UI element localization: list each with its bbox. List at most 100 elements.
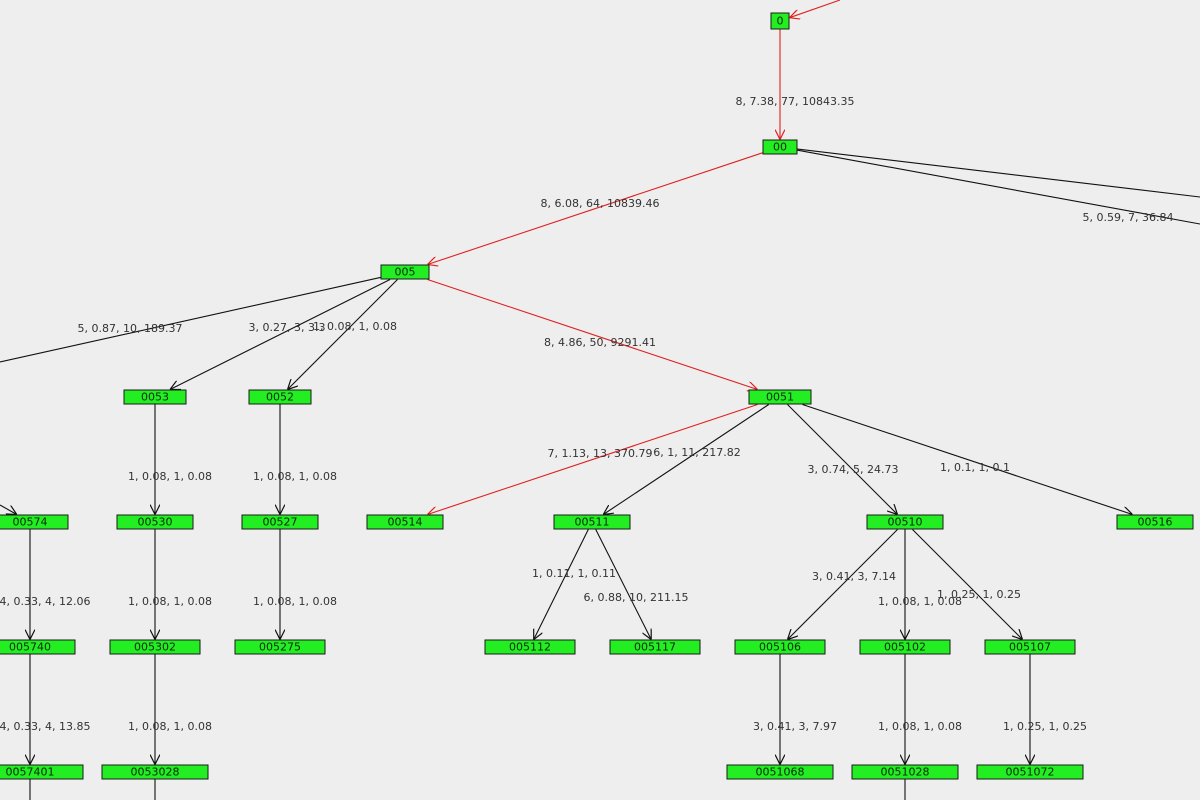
edge-label-0-00: 8, 7.38, 77, 10843.35	[736, 95, 855, 108]
edge-label-00530-005302: 1, 0.08, 1, 0.08	[128, 595, 212, 608]
edge-label-005106-0051068: 3, 0.41, 3, 7.97	[753, 720, 837, 733]
node-00[interactable]: 00	[762, 139, 798, 155]
node-00514[interactable]: 00514	[366, 514, 444, 530]
node-label: 005	[395, 266, 416, 279]
node-005275[interactable]: 005275	[234, 639, 326, 655]
node-box[interactable]	[484, 639, 576, 655]
node-0052[interactable]: 0052	[248, 389, 312, 405]
edge-label-00511-005117: 6, 0.88, 10, 211.15	[584, 591, 689, 604]
edge-in-0	[790, 0, 841, 18]
node-label: 0052	[266, 391, 294, 404]
node-005102[interactable]: 005102	[859, 639, 951, 655]
node-label: 00574	[13, 516, 48, 529]
node-label: 00511	[575, 516, 610, 529]
node-box[interactable]	[976, 764, 1084, 780]
edge-label-0051-00510: 3, 0.74, 5, 24.73	[808, 463, 899, 476]
edge-label-005-0051: 8, 4.86, 50, 9291.41	[544, 336, 656, 349]
node-label: 0051028	[881, 766, 930, 779]
edge-label-0051-00514: 7, 1.13, 13, 370.79	[548, 447, 653, 460]
edge-00-offscreen-a	[797, 148, 1200, 198]
node-box[interactable]	[0, 639, 76, 655]
edge-label-00-offscreen-b: 5, 0.59, 7, 36.84	[1083, 211, 1174, 224]
node-00530[interactable]: 00530	[116, 514, 194, 530]
node-box[interactable]	[851, 764, 959, 780]
node-label: 0	[777, 15, 784, 28]
node-box[interactable]	[123, 389, 187, 405]
edge-00511-005117	[595, 529, 651, 640]
edge-0051-00516	[802, 403, 1133, 515]
node-label: 005302	[134, 641, 176, 654]
node-00510[interactable]: 00510	[866, 514, 944, 530]
node-box[interactable]	[748, 389, 812, 405]
edge-label-0051-00511: 6, 1, 11, 217.82	[653, 446, 740, 459]
edge-label-005102-0051028: 1, 0.08, 1, 0.08	[878, 720, 962, 733]
edge-00510-005106	[788, 529, 898, 640]
edge-label-00-005: 8, 6.08, 64, 10839.46	[541, 197, 660, 210]
node-005740[interactable]: 005740	[0, 639, 76, 655]
edge-offscreen-00574	[0, 504, 17, 515]
node-box[interactable]	[553, 514, 631, 530]
node-0051068[interactable]: 0051068	[726, 764, 834, 780]
node-0051072[interactable]: 0051072	[976, 764, 1084, 780]
node-0[interactable]: 0	[770, 12, 790, 30]
node-box[interactable]	[762, 139, 798, 155]
node-box[interactable]	[1116, 514, 1194, 530]
node-box[interactable]	[866, 514, 944, 530]
edge-0051-00511	[603, 404, 770, 515]
edge-label-00527-005275: 1, 0.08, 1, 0.08	[253, 595, 337, 608]
edge-label-00510-005107: 1, 0.25, 1, 0.25	[937, 588, 1021, 601]
node-label: 0057401	[6, 766, 55, 779]
node-0053[interactable]: 0053	[123, 389, 187, 405]
node-00511[interactable]: 00511	[553, 514, 631, 530]
node-box[interactable]	[248, 389, 312, 405]
edge-label-00510-005106: 3, 0.41, 3, 7.14	[812, 570, 896, 583]
node-label: 005102	[884, 641, 926, 654]
node-box[interactable]	[726, 764, 834, 780]
node-box[interactable]	[0, 514, 69, 530]
node-005302[interactable]: 005302	[109, 639, 201, 655]
edge-labels-layer: 8, 7.38, 77, 10843.35 8, 6.08, 64, 10839.…	[0, 95, 1173, 733]
node-005112[interactable]: 005112	[484, 639, 576, 655]
edge-005-0053	[170, 279, 391, 390]
node-box[interactable]	[241, 514, 319, 530]
edge-label-005-0052: 1, 0.08, 1, 0.08	[313, 320, 397, 333]
node-005[interactable]: 005	[380, 264, 430, 280]
node-label: 005106	[759, 641, 801, 654]
node-box[interactable]	[0, 764, 84, 780]
node-box[interactable]	[984, 639, 1076, 655]
edge-label-00574-005740: 4, 0.33, 4, 12.06	[0, 595, 90, 608]
node-box[interactable]	[101, 764, 209, 780]
node-label: 00510	[888, 516, 923, 529]
node-box[interactable]	[380, 264, 430, 280]
node-box[interactable]	[116, 514, 194, 530]
node-box[interactable]	[770, 12, 790, 30]
node-box[interactable]	[734, 639, 826, 655]
node-00574[interactable]: 00574	[0, 514, 69, 530]
node-005117[interactable]: 005117	[609, 639, 701, 655]
node-005107[interactable]: 005107	[984, 639, 1076, 655]
node-0051028[interactable]: 0051028	[851, 764, 959, 780]
edge-label-00510-005102: 1, 0.08, 1, 0.08	[878, 595, 962, 608]
node-00527[interactable]: 00527	[241, 514, 319, 530]
node-box[interactable]	[109, 639, 201, 655]
node-box[interactable]	[366, 514, 444, 530]
node-label: 00	[773, 141, 787, 154]
edge-label-00511-005112: 1, 0.11, 1, 0.11	[532, 567, 616, 580]
node-box[interactable]	[609, 639, 701, 655]
node-label: 0053	[141, 391, 169, 404]
node-box[interactable]	[859, 639, 951, 655]
edge-label-005-offscreen: 5, 0.87, 10, 189.37	[78, 322, 183, 335]
edge-00-offscreen-b	[797, 149, 1200, 225]
node-0053028[interactable]: 0053028	[101, 764, 209, 780]
node-0051[interactable]: 0051	[748, 389, 812, 405]
node-label: 00516	[1138, 516, 1173, 529]
node-00516[interactable]: 00516	[1116, 514, 1194, 530]
node-005106[interactable]: 005106	[734, 639, 826, 655]
node-box[interactable]	[234, 639, 326, 655]
node-label: 005117	[634, 641, 676, 654]
node-label: 0051072	[1006, 766, 1055, 779]
node-0057401[interactable]: 0057401	[0, 764, 84, 780]
node-label: 00530	[138, 516, 173, 529]
